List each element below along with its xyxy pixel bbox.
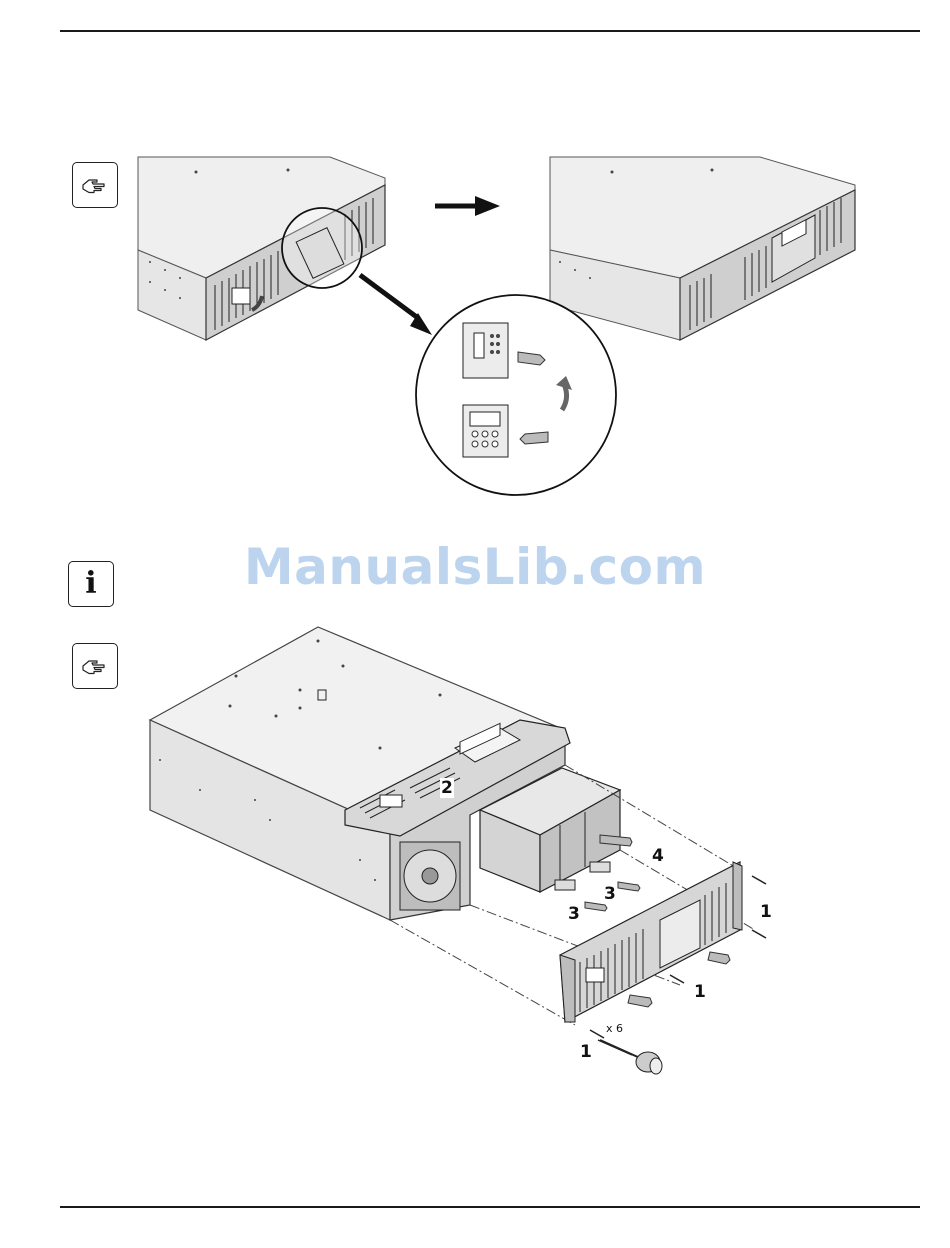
label-1a: 1 — [760, 902, 772, 922]
screwdriver-icon — [600, 1040, 662, 1074]
label-3a: 3 — [604, 884, 616, 904]
front-panel-detached — [560, 862, 742, 1022]
screw-count: x 6 — [606, 1022, 623, 1035]
label-3b: 3 — [568, 904, 580, 924]
label-4: 4 — [652, 846, 664, 866]
label-1b: 1 — [694, 982, 706, 1002]
label-1c: 1 — [580, 1042, 592, 1062]
label-2: 2 — [440, 778, 454, 798]
